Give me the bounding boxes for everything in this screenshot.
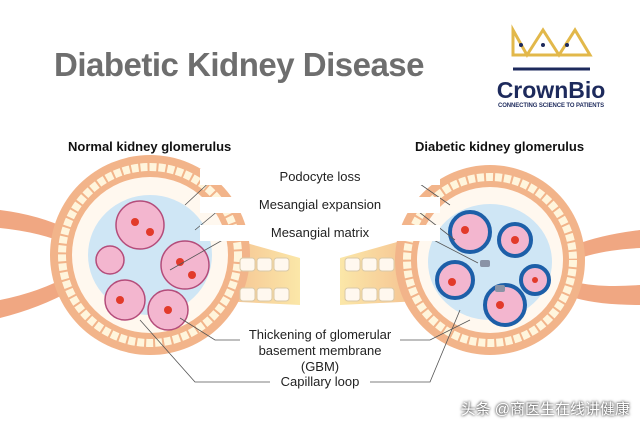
label-podocyte-loss: Podocyte loss bbox=[279, 169, 361, 184]
normal-glomerulus-illustration bbox=[0, 155, 300, 355]
crownbio-logo-icon bbox=[511, 24, 593, 71]
diabetic-heading: Diabetic kidney glomerulus bbox=[415, 139, 585, 154]
diabetic-glomerulus-illustration bbox=[340, 165, 640, 355]
label-capillary-loop: Capillary loop bbox=[280, 374, 360, 389]
label-mesangial-expansion: Mesangial expansion bbox=[258, 197, 382, 212]
logo-wordmark: CrownBio bbox=[496, 77, 606, 103]
label-gbm-line1: Thickening of glomerular bbox=[248, 327, 392, 342]
normal-heading: Normal kidney glomerulus bbox=[68, 139, 232, 154]
watermark: 头条 @商医生在线讲健康 bbox=[460, 401, 630, 418]
page-title: Diabetic Kidney Disease bbox=[54, 46, 425, 83]
label-gbm-line2: basement membrane (GBM) bbox=[258, 343, 382, 374]
logo-tagline: CONNECTING SCIENCE TO PATIENTS bbox=[497, 103, 604, 109]
label-mesangial-matrix: Mesangial matrix bbox=[270, 225, 370, 240]
